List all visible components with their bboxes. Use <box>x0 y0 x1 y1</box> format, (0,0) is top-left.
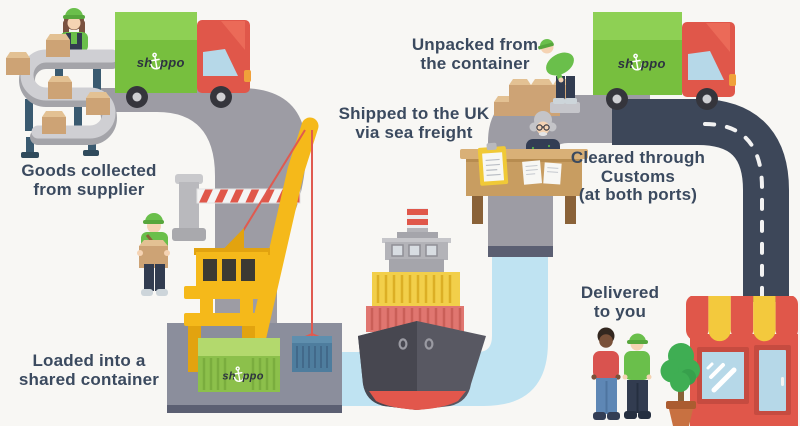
potted-tree <box>660 343 700 426</box>
shippo-logo-truck-right: sh ppo <box>618 53 666 71</box>
shop-window <box>697 347 749 404</box>
shipping-container-green: sh ppo <box>198 338 280 392</box>
worker-conveyor <box>60 8 88 52</box>
label-delivered: Delivered to you <box>580 283 660 321</box>
crane-cable-jib <box>242 129 306 232</box>
label-goods-collected: Goods collected from supplier <box>21 161 157 199</box>
svg-text:ppo: ppo <box>159 55 185 70</box>
truck-window <box>688 51 724 80</box>
door-handle <box>781 377 784 386</box>
ship-deck-containers <box>366 272 464 332</box>
svg-text:ppo: ppo <box>640 56 666 71</box>
barrier-arm <box>196 188 301 204</box>
worker-cap <box>65 8 83 17</box>
customer-green-cap <box>622 333 652 419</box>
crane-boom <box>249 117 319 345</box>
carried-box <box>139 240 168 268</box>
svg-text:sh: sh <box>137 55 153 70</box>
port-platform-right <box>488 95 650 257</box>
anchor-icon <box>631 53 643 71</box>
ship-funnel <box>407 208 428 234</box>
ship-keel <box>369 391 466 410</box>
shop-door <box>754 345 791 415</box>
worker-carrying-box <box>137 213 170 296</box>
truck-wheel <box>696 88 718 110</box>
road-dashes <box>703 122 764 298</box>
container-ridges <box>202 358 276 390</box>
anchor-icon <box>233 366 245 383</box>
label-shipped-sea-freight: Shipped to the UK via sea freight <box>338 104 490 142</box>
truck-left: sh ppo <box>115 12 251 108</box>
porthole <box>424 338 434 350</box>
parcel-boxes-conveyor <box>6 34 110 134</box>
label-unpacked: Unpacked from the container <box>411 35 539 73</box>
ship-bridge <box>382 238 451 272</box>
truck-headlight <box>729 74 736 86</box>
truck-right: sh ppo <box>593 12 736 110</box>
worker-unpacking <box>538 39 580 113</box>
clipboard <box>477 142 509 186</box>
customs-paper <box>522 160 543 185</box>
shippo-logo-container: sh ppo <box>222 366 264 383</box>
truck-window <box>203 49 238 76</box>
svg-text:sh: sh <box>618 56 634 71</box>
barrier-gate <box>172 174 301 241</box>
customs-desk <box>460 142 588 224</box>
truck-wheel <box>606 88 628 110</box>
worker-face <box>67 16 81 30</box>
storefront-awning <box>686 296 798 342</box>
svg-text:ppo: ppo <box>242 371 264 383</box>
storefront <box>686 296 798 426</box>
truck-wheel <box>126 86 148 108</box>
label-customs-cleared: Cleared through Customs (at both ports) <box>570 148 706 204</box>
shipping-container-blue <box>292 336 332 372</box>
cargo-ship <box>358 208 486 410</box>
porthole <box>398 338 408 350</box>
label-loaded-container: Loaded into a shared container <box>18 351 160 389</box>
road-right <box>612 99 789 302</box>
anchor-icon <box>150 52 162 70</box>
truck-wheel <box>210 86 232 108</box>
customer-red-shirt <box>591 327 621 420</box>
customs-paper <box>543 162 562 185</box>
svg-text:sh: sh <box>222 371 235 383</box>
shippo-logo-truck-left: sh ppo <box>137 52 185 70</box>
truck-headlight <box>244 70 251 82</box>
